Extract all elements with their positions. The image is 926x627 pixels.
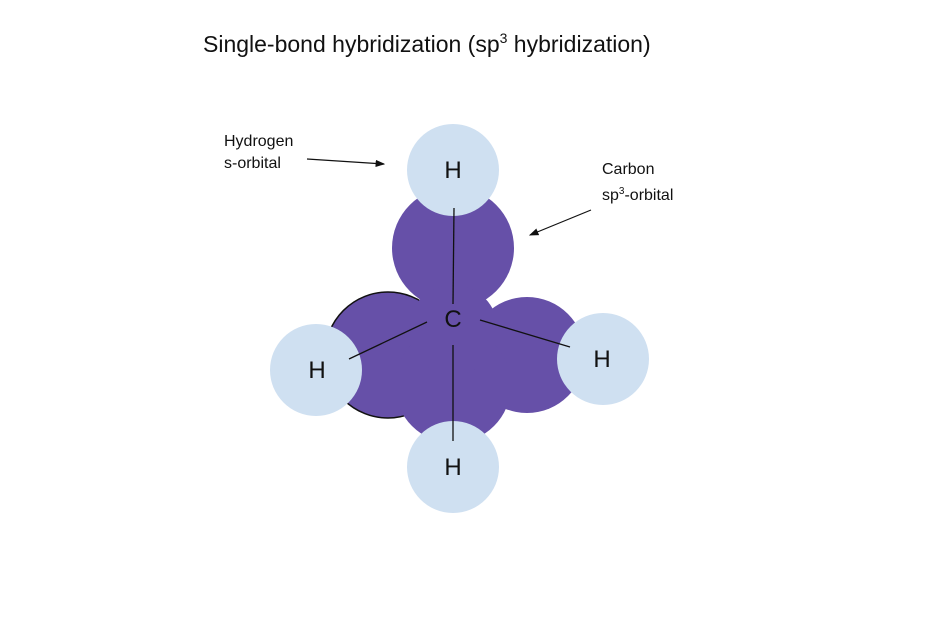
hydrogen-orbital-label: Hydrogen s-orbital (224, 131, 293, 175)
bonds (348, 207, 571, 441)
atom-h-top: H (444, 157, 461, 184)
title-text-suffix: hybridization) (507, 31, 651, 57)
hydrogen-label-line1: Hydrogen (224, 133, 294, 150)
atom-h-right: H (593, 346, 610, 373)
hydrogen-bottom (407, 421, 499, 513)
carbon-pointer-arrow (528, 209, 592, 236)
atom-h-left: H (308, 357, 325, 384)
hydrogen-left (270, 324, 362, 416)
carbon-orbital-label: Carbon sp3-orbital (602, 159, 673, 207)
carbon-label-line1: Carbon (602, 161, 655, 178)
bond-top (452, 207, 455, 305)
hydrogen-pointer-arrow (306, 158, 386, 168)
hydrogen-label-line2: s-orbital (224, 155, 281, 172)
carbon-label-line2: sp3-orbital (602, 186, 674, 204)
title-superscript: 3 (499, 30, 508, 46)
title-text: Single-bond hybridization (sp (203, 31, 500, 57)
hydrogen-right (557, 313, 649, 405)
hydrogen-s-orbitals (270, 124, 649, 513)
core (408, 285, 498, 375)
atom-c-center: C (444, 306, 461, 333)
bond-right (479, 319, 571, 348)
diagram-title: Single-bond hybridization (sp3 hybridiza… (203, 30, 651, 58)
hydrogen-top (407, 124, 499, 216)
atom-h-bottom: H (444, 454, 461, 481)
bond-left (348, 321, 428, 360)
